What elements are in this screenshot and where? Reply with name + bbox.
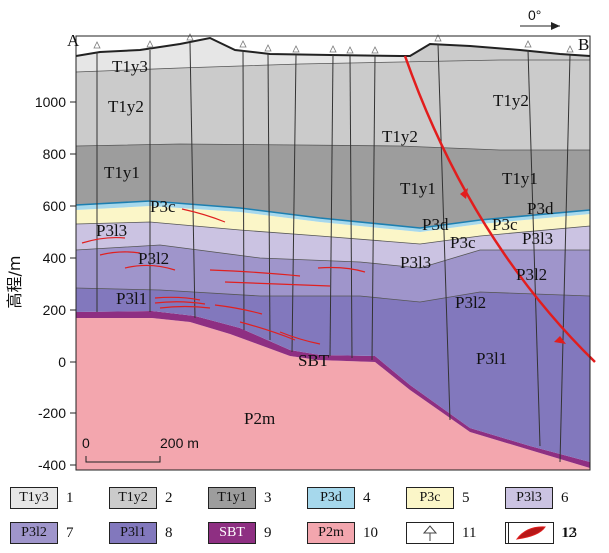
legend-swatch-t1y2: T1y2 — [109, 487, 157, 509]
legend-number: 3 — [264, 489, 272, 506]
red-lens-icon — [515, 526, 546, 540]
layer-p2m — [76, 318, 590, 470]
layer-p3l1 — [76, 288, 590, 462]
legend-swatch-p2m: P2m — [307, 522, 355, 544]
legend-item-13: 13 — [508, 520, 607, 546]
label-p3l1-left: P3l1 — [116, 289, 147, 308]
label-p3l1-right: P3l1 — [476, 349, 507, 368]
y-tick-1000: 1000 — [35, 94, 66, 110]
label-p3l3-right: P3l3 — [522, 229, 553, 248]
legend-number: 13 — [562, 524, 577, 541]
y-axis-ticks — [70, 101, 76, 466]
layer-p3l2 — [76, 245, 590, 302]
legend-swatch-t1y1: T1y1 — [208, 487, 256, 509]
label-t1y3: T1y3 — [112, 57, 148, 76]
north-arrow-icon — [551, 22, 560, 30]
legend-item-5: P3c 5 — [406, 485, 505, 511]
label-p3l3-mid: P3l3 — [400, 253, 431, 272]
scale-bar — [85, 456, 161, 463]
legend-number: 2 — [165, 489, 173, 506]
legend-item-9: SBT 9 — [208, 520, 307, 546]
legend-swatch-borehole — [406, 522, 454, 544]
y-tick-800: 800 — [43, 146, 67, 162]
legend-number: 12 — [561, 524, 576, 541]
red-lenses — [81, 208, 366, 345]
label-p3l3-left: P3l3 — [96, 221, 127, 240]
legend-item-10: P2m 10 — [307, 520, 406, 546]
layer-t1y1 — [76, 144, 590, 228]
label-p3d-right: P3d — [527, 199, 554, 218]
label-p3d-mid: P3d — [422, 215, 449, 234]
legend-number: 6 — [561, 489, 569, 506]
label-t1y2-mid: T1y2 — [382, 127, 418, 146]
fault-arrow-down — [554, 336, 566, 344]
legend-item-1: T1y3 1 — [10, 485, 109, 511]
label-t1y2-right: T1y2 — [493, 91, 529, 110]
legend-number: 4 — [363, 489, 371, 506]
y-tick-minus200: -200 — [38, 405, 66, 421]
y-axis-label: 高程/m — [5, 256, 24, 309]
label-p3l2-right: P3l2 — [516, 265, 547, 284]
scale-label: 200 m — [160, 435, 199, 451]
formation-labels: T1y3 T1y2 T1y2 T1y2 T1y1 T1y1 T1y1 P3c P… — [96, 57, 554, 428]
legend-number: 9 — [264, 524, 272, 541]
legend-item-7: P3l2 7 — [10, 520, 109, 546]
topographic-surface — [75, 36, 591, 57]
section-end-a: A — [67, 31, 80, 50]
label-t1y2-left: T1y2 — [108, 97, 144, 116]
legend-number: 10 — [363, 524, 378, 541]
legend-number: 5 — [462, 489, 470, 506]
layer-t1y2-right-upper — [410, 44, 590, 62]
label-p2m: P2m — [244, 409, 275, 428]
legend-swatch-p3l1: P3l1 — [109, 522, 157, 544]
y-tick-minus400: -400 — [38, 457, 66, 473]
scale-zero: 0 — [82, 435, 90, 451]
y-tick-400: 400 — [43, 250, 67, 266]
layer-p3c — [76, 206, 590, 244]
legend-item-11: 11 — [406, 520, 505, 546]
label-sbt: SBT — [298, 351, 330, 370]
fault-arrow-up — [460, 188, 468, 199]
legend-swatch-p3l2: P3l2 — [10, 522, 58, 544]
legend-number: 8 — [165, 524, 173, 541]
layer-p3l3 — [76, 222, 590, 268]
label-p3l2-left: P3l2 — [138, 249, 169, 268]
borehole-icon — [422, 525, 438, 541]
fault-line — [403, 55, 596, 363]
legend-row-1: T1y3 1 T1y2 2 T1y1 3 P3d 4 P3c 5 P3l3 6 — [10, 485, 604, 511]
legend-item-3: T1y1 3 — [208, 485, 307, 511]
borehole-markers — [93, 33, 574, 54]
legend-item-4: P3d 4 — [307, 485, 406, 511]
legend-swatch-p3l3: P3l3 — [505, 487, 553, 509]
legend-swatch-p3c: P3c — [406, 487, 454, 509]
label-t1y1-left: T1y1 — [104, 163, 140, 182]
layer-sbt — [76, 311, 590, 468]
label-p3c-left: P3c — [150, 197, 176, 216]
boreholes — [96, 42, 571, 463]
y-axis-labels: 1000 800 600 400 200 0 -200 -400 — [35, 94, 66, 473]
label-p3c-right: P3c — [492, 215, 518, 234]
section-end-b: B — [578, 35, 589, 54]
label-t1y1-right: T1y1 — [502, 169, 538, 188]
legend-item-2: T1y2 2 — [109, 485, 208, 511]
y-tick-0: 0 — [58, 354, 66, 370]
plot-frame — [75, 35, 591, 471]
layer-p3d — [76, 201, 590, 232]
legend-swatch-t1y3: T1y3 — [10, 487, 58, 509]
y-tick-600: 600 — [43, 198, 67, 214]
legend-item-6: P3l3 6 — [505, 485, 604, 511]
legend-item-8: P3l1 8 — [109, 520, 208, 546]
label-p3c-mid: P3c — [450, 233, 476, 252]
label-t1y1-mid: T1y1 — [400, 179, 436, 198]
legend-swatch-p3d: P3d — [307, 487, 355, 509]
legend-number: 7 — [66, 524, 74, 541]
legend-number: 11 — [462, 524, 477, 541]
legend-swatch-sbt: SBT — [208, 522, 256, 544]
legend-number: 1 — [66, 489, 74, 506]
label-p3l2-mid: P3l2 — [455, 293, 486, 312]
north-angle-label: 0° — [528, 7, 541, 23]
legend-swatch-lens — [508, 522, 554, 544]
y-tick-200: 200 — [43, 302, 67, 318]
